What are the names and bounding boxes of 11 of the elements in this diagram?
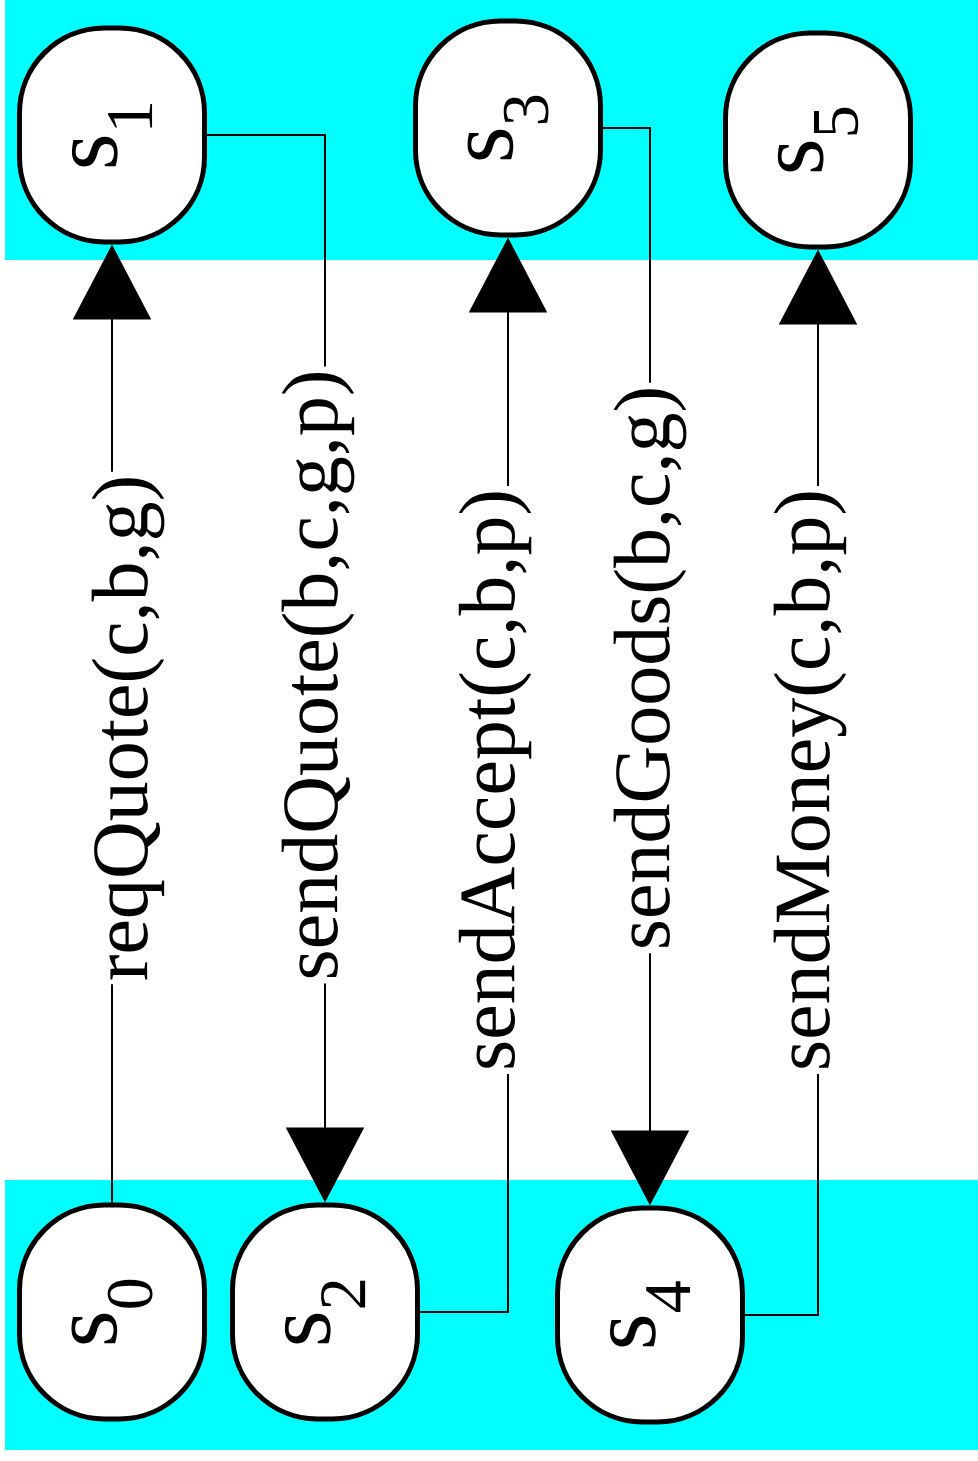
edge-label: sendMoney(c,b,p) (770, 485, 850, 1075)
state-node: s$_{1}$ (17, 25, 207, 245)
state-node: s$_{4}$ (555, 1205, 745, 1425)
state-node: s$_{2}$ (230, 1202, 420, 1422)
edge-label: sendQuote(b,c,g,p) (278, 366, 358, 984)
state-node: s$_{3}$ (413, 18, 603, 238)
edge-label: sendAccept(c,b,p) (455, 486, 535, 1074)
state-node: s$_{5}$ (723, 30, 913, 250)
edge-label: reqQuote(c,b,g) (88, 471, 168, 985)
state-node: s$_{0}$ (17, 1202, 207, 1422)
edge-label: sendGoods(b,c,g) (610, 382, 690, 954)
